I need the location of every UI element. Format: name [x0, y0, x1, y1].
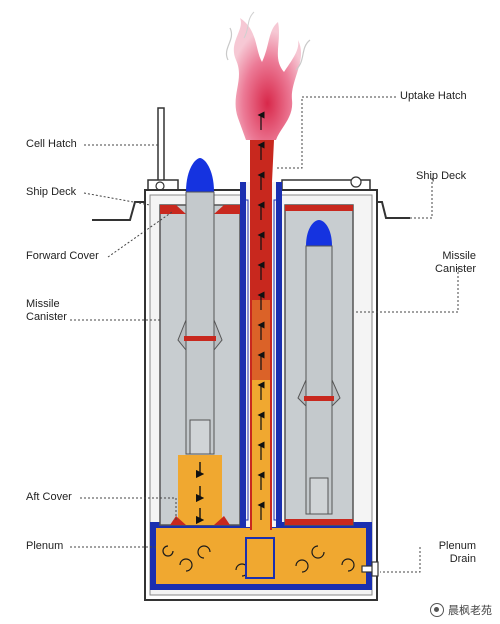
label-aft-cover: Aft Cover	[26, 491, 72, 503]
watermark-text: 晨枫老苑	[448, 604, 492, 617]
plenum	[150, 522, 372, 590]
leader-lines	[70, 96, 459, 573]
watermark: 晨枫老苑	[430, 602, 492, 618]
label-ship-deck-left: Ship Deck	[26, 186, 77, 198]
label-missile-canister-right: Missile Canister	[426, 250, 476, 276]
label-uptake-hatch: Uptake Hatch	[400, 90, 467, 102]
label-plenum-drain-line1: Plenum	[438, 540, 476, 552]
label-ship-deck-right: Ship Deck	[416, 170, 467, 182]
wechat-icon	[430, 603, 444, 617]
label-canister-right-line2: Canister	[435, 263, 476, 275]
exhaust-plume	[226, 11, 311, 140]
label-forward-cover: Forward Cover	[26, 250, 99, 262]
label-missile-left-line1: Missile	[26, 298, 60, 310]
label-missile-canister-left: Missile Canister	[26, 298, 67, 324]
label-plenum-drain: Plenum Drain	[420, 540, 476, 566]
left-missile	[177, 158, 223, 455]
cell-hatch	[147, 107, 179, 193]
right-missile	[297, 220, 341, 515]
right-cell-hatch	[281, 176, 371, 191]
label-plenum-drain-line2: Drain	[449, 553, 476, 565]
ship-deck-left	[92, 201, 148, 221]
plenum-drain	[361, 561, 379, 577]
label-cell-hatch: Cell Hatch	[26, 138, 77, 150]
label-plenum-left: Plenum	[26, 540, 64, 552]
label-missile-right-line1: Missile	[442, 250, 476, 262]
label-canister-left-line2: Canister	[26, 311, 67, 323]
